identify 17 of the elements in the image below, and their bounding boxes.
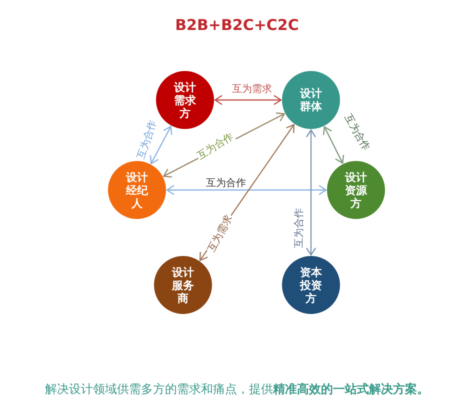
edge-label: 互为合作 (205, 179, 247, 189)
double-arrow (322, 126, 344, 164)
double-arrow (214, 95, 282, 105)
edge-label: 互为需求 (231, 85, 273, 95)
edge-label: 互为合作 (295, 207, 305, 249)
node-label: 设计服务商 (171, 266, 195, 304)
double-arrow (150, 126, 172, 164)
edge-label: 互为合作 (196, 132, 236, 162)
title: B2B+B2C+C2C (174, 15, 300, 36)
double-arrow (166, 185, 328, 195)
node-label: 设计经纪人 (125, 170, 149, 210)
node-label: 设计资源方 (344, 170, 368, 210)
caption: 解决设计领域供需多方的需求和痛点，提供精准高效的一站式解决方案。 (44, 381, 430, 398)
node-label: 设计群体 (299, 87, 323, 113)
node-label: 资本投资方 (299, 266, 323, 304)
node-label: 设计需求方 (173, 80, 197, 120)
double-arrow (306, 128, 316, 256)
